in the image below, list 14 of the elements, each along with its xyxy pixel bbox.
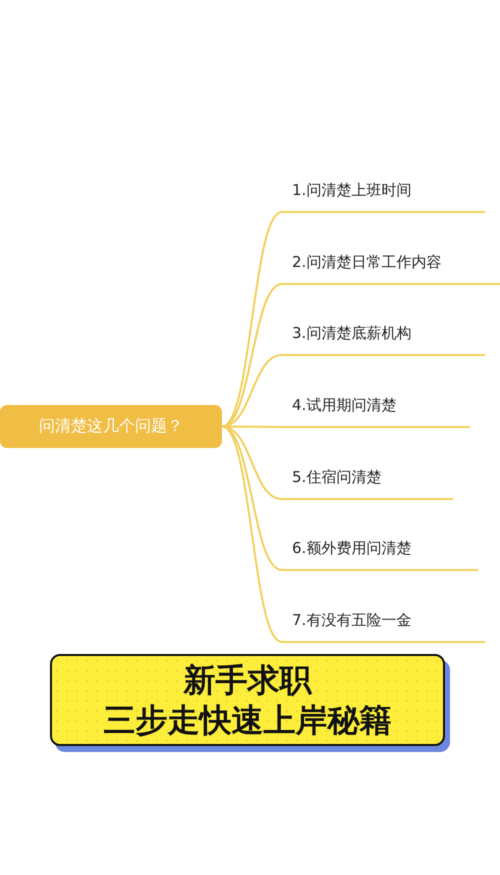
banner-heading: 新手求职	[184, 660, 312, 700]
branch-topic: 6.额外费用问清楚	[282, 539, 478, 571]
branch-line	[222, 426, 282, 500]
root-topic-box: 问清楚这几个问题？	[0, 405, 222, 448]
branch-line	[222, 283, 282, 428]
branch-topic: 4.试用期问清楚	[282, 396, 470, 428]
branch-topic: 2.问清楚日常工作内容	[282, 253, 500, 285]
branch-topic: 1.问清楚上班时间	[282, 181, 485, 213]
branch-line	[221, 426, 283, 643]
branch-topic: 5.住宿问清楚	[282, 468, 453, 500]
branch-topic: 3.问清楚底薪机构	[282, 324, 485, 356]
branch-topic: 7.有没有五险一金	[282, 611, 485, 643]
banner-heading: 三步走快速上岸秘籍	[104, 700, 392, 740]
branch-line	[222, 354, 282, 428]
